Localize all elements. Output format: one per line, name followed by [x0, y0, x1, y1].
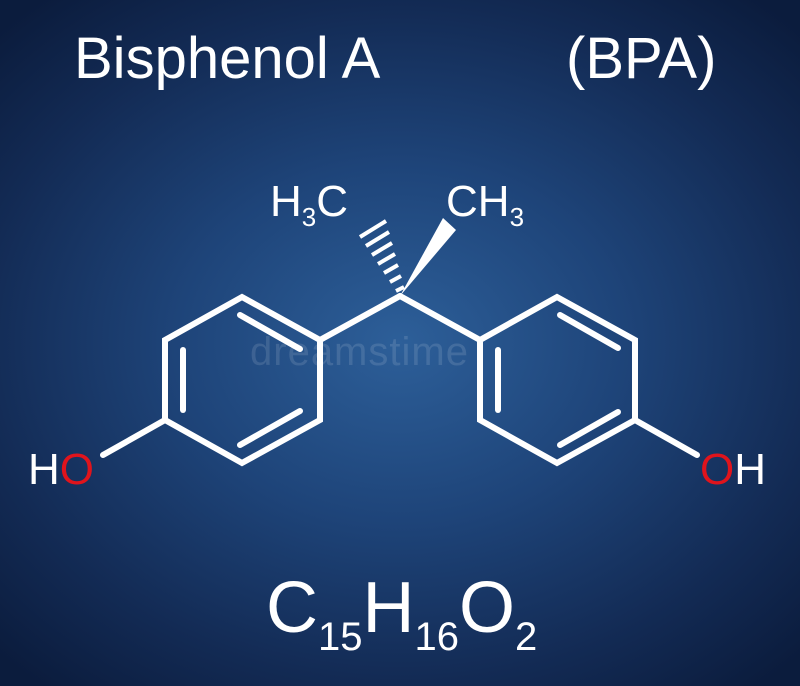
bond-left-oh — [100, 417, 168, 458]
compound-abbreviation: (BPA) — [566, 26, 717, 91]
molecular-formula: C15H16O2 — [266, 568, 538, 659]
wedge-bond — [400, 218, 456, 296]
hydroxyl-left-label: HO — [28, 445, 95, 494]
left-ring-double-1 — [237, 312, 303, 352]
methyl-left-label: H3C — [270, 177, 349, 232]
compound-name: Bisphenol A — [74, 26, 381, 91]
right-ring — [477, 293, 638, 467]
hashed-bond — [358, 219, 405, 293]
right-ring-double-3 — [557, 312, 621, 351]
methyl-right-label: CH3 — [446, 177, 525, 232]
watermark: dreamstime — [250, 330, 469, 374]
bond-center-right — [397, 293, 483, 343]
bond-center-left — [317, 293, 403, 343]
hydroxyl-right-label: OH — [700, 445, 767, 494]
right-ring-double-2 — [557, 409, 621, 448]
left-ring — [162, 293, 323, 467]
bond-right-oh — [632, 417, 700, 458]
left-ring-double-2 — [237, 408, 303, 448]
